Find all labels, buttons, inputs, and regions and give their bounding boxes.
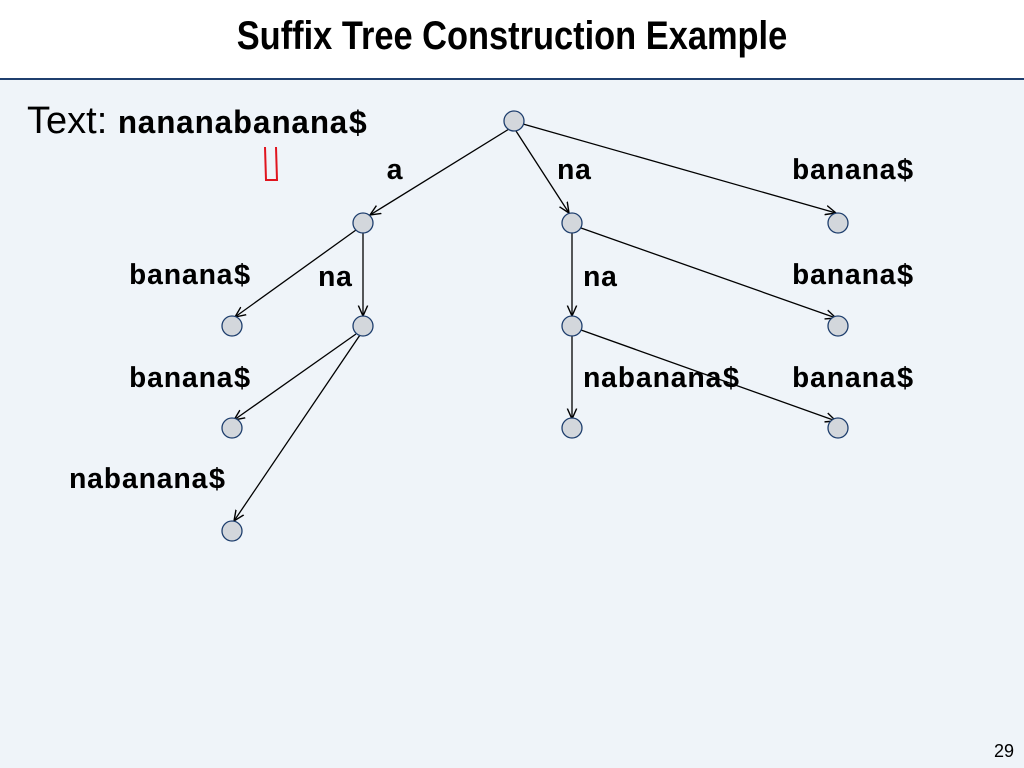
edge-label: a [386, 155, 403, 188]
page-number: 29 [993, 741, 1014, 761]
tree-node-root [503, 110, 525, 132]
tree-node-a [352, 212, 374, 234]
tree-node-leaf [827, 417, 849, 439]
edge-label: banana$ [792, 155, 914, 188]
tree-node-leaf [827, 212, 849, 234]
edge-ana-to-nabanana [234, 334, 361, 521]
tree-node-na [561, 212, 583, 234]
edge-label: nabanana$ [69, 464, 226, 497]
edge-root-to-a [370, 128, 510, 215]
edge-label: banana$ [129, 260, 251, 293]
cursor-annotation-mark [264, 146, 279, 181]
tree-node-leaf [221, 417, 243, 439]
tree-node-leaf [827, 315, 849, 337]
tree-node-leaf [561, 417, 583, 439]
edge-label: banana$ [129, 363, 251, 396]
edge-label: banana$ [792, 260, 914, 293]
edge-label: na [557, 155, 592, 188]
edge-ana-to-banana [234, 333, 357, 420]
text-value: nananabanana$ [117, 106, 368, 143]
tree-node-ana [352, 315, 374, 337]
edge-nana-to-banana [580, 329, 836, 421]
edge-root-to-banana [522, 123, 836, 213]
tree-node-leaf [221, 520, 243, 542]
edge-root-to-na [515, 130, 569, 213]
tree-node-nana [561, 315, 583, 337]
edge-label: nabanana$ [583, 363, 740, 396]
text-line: Text: nananabanana$ [27, 100, 367, 143]
edge-label: na [318, 262, 353, 295]
tree-node-leaf [221, 315, 243, 337]
slide-header: Suffix Tree Construction Example [0, 0, 1024, 80]
text-label: Text: [27, 100, 108, 142]
edge-label: banana$ [792, 363, 914, 396]
edge-a-to-banana [235, 229, 357, 317]
edge-na-to-banana [580, 227, 836, 318]
slide-title: Suffix Tree Construction Example [236, 14, 788, 58]
edge-label: na [583, 262, 618, 295]
